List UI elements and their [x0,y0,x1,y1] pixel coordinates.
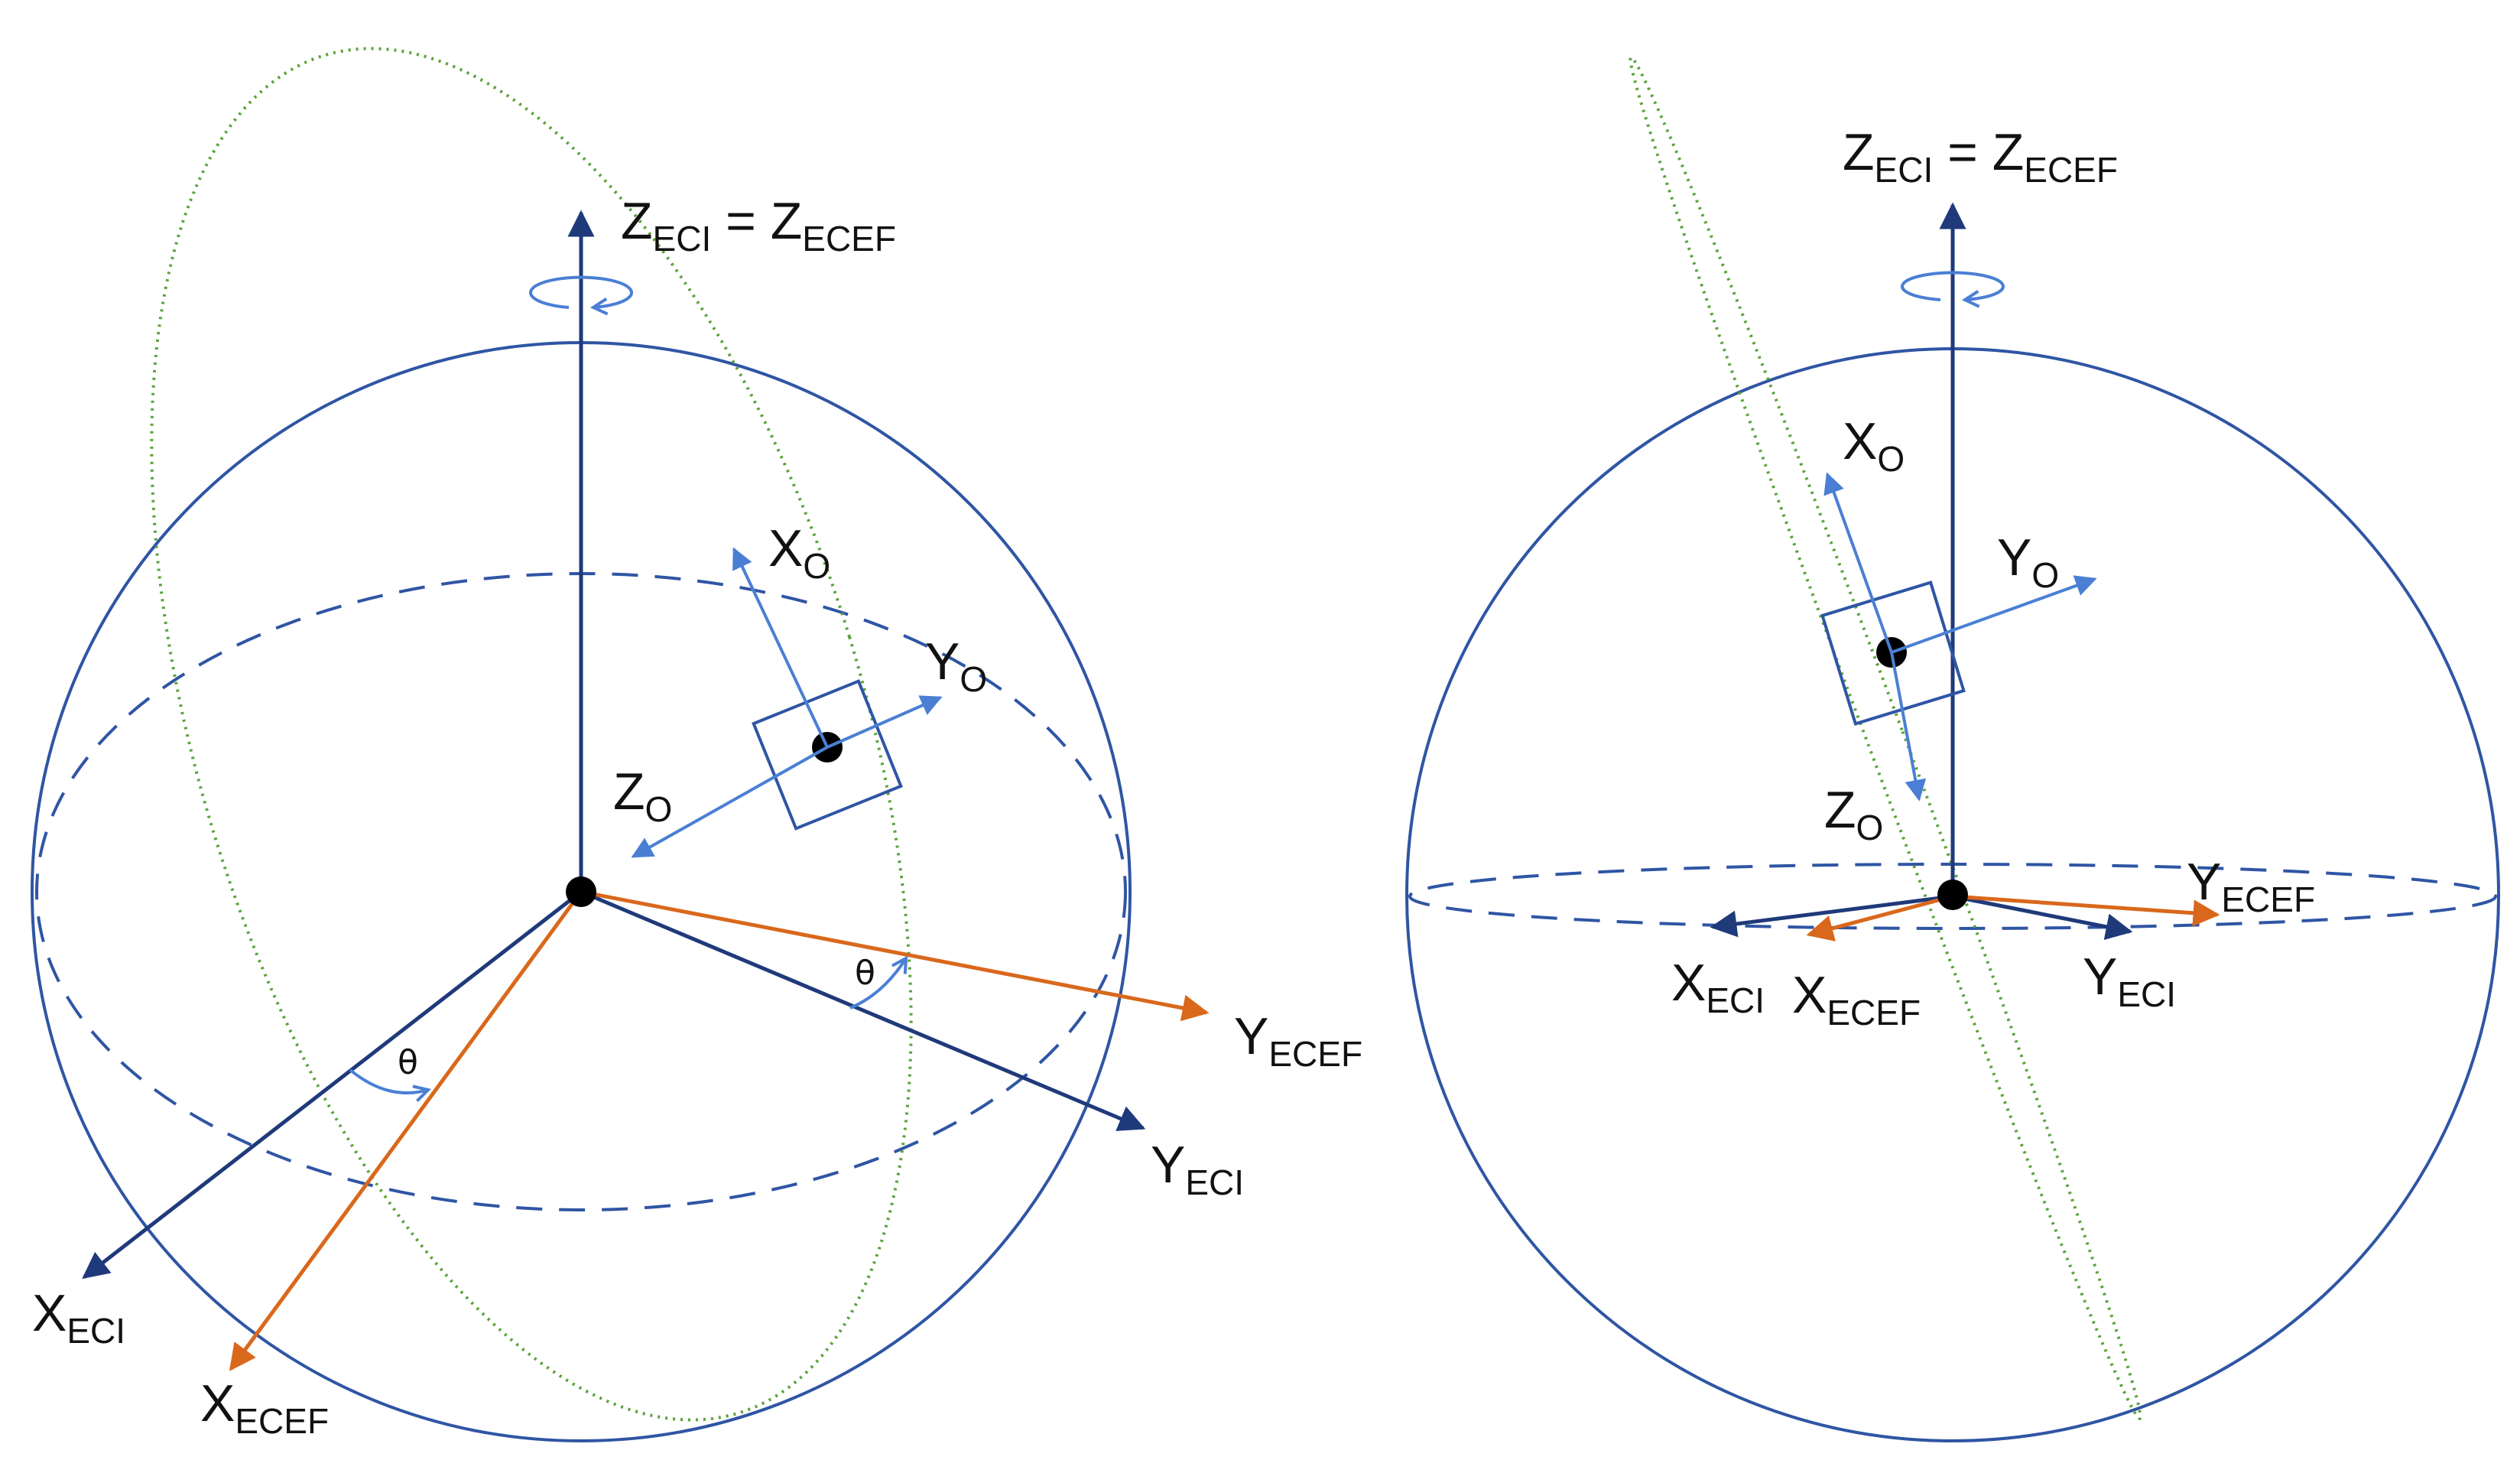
right-x-eci-axis [1710,894,1953,938]
satellite-body-icon [752,679,903,831]
left-x-ecef-axis [229,890,583,1371]
right-x-eci-label: XECI [1671,954,1765,1020]
right-y-eci-axis [1952,894,2133,941]
left-theta-arc-y [849,958,906,1010]
right-y-eci-label: YECI [2083,948,2176,1014]
right-diagram: ZECI = ZECEF XECI XECEF YECI YECEF XO YO… [1405,56,2500,1442]
left-x-ecef-label: XECEF [200,1374,329,1441]
right-x-ecef-axis [1806,894,1953,941]
left-z-o-axis [631,746,828,858]
right-y-ecef-axis [1952,894,2220,927]
left-origin-dot [566,876,596,907]
right-orbit-path [1629,56,2142,1420]
left-theta-label-x: θ [398,1043,418,1082]
left-theta-label-y: θ [855,954,875,993]
right-z-label: ZECI = ZECEF [1843,123,2118,190]
left-orbit-path [150,47,913,1422]
left-z-label: ZECI = ZECEF [621,192,896,259]
left-y-o-axis [826,695,943,749]
left-y-eci-label: YECI [1151,1136,1244,1202]
right-y-o-label: YO [1997,528,2059,595]
left-x-o-axis [732,547,829,748]
right-z-o-label: ZO [1824,781,1883,847]
right-y-o-axis [1891,575,2097,654]
rotation-arrow-icon [1901,271,2005,300]
right-x-ecef-label: XECEF [1792,966,1921,1032]
right-x-o-axis [1823,472,1893,653]
left-y-ecef-label: YECEF [1234,1007,1362,1074]
left-diagram: ZECI = ZECEF XECI XECEF YECI YECEF XO YO… [31,47,1362,1442]
left-x-eci-label: XECI [32,1284,125,1351]
left-z-o-label: ZO [613,763,672,829]
left-y-ecef-axis [580,889,1210,1022]
right-y-ecef-label: YECEF [2187,853,2315,919]
right-z-o-axis [1890,652,1927,802]
left-x-o-label: XO [768,519,830,586]
left-y-o-label: YO [925,632,987,699]
left-x-eci-axis [82,890,583,1280]
right-x-o-label: XO [1843,412,1905,479]
right-origin-dot [1937,880,1968,910]
rotation-arrow-icon [529,275,633,307]
left-theta-arc-x [349,1068,428,1093]
left-y-eci-axis [580,889,1146,1131]
